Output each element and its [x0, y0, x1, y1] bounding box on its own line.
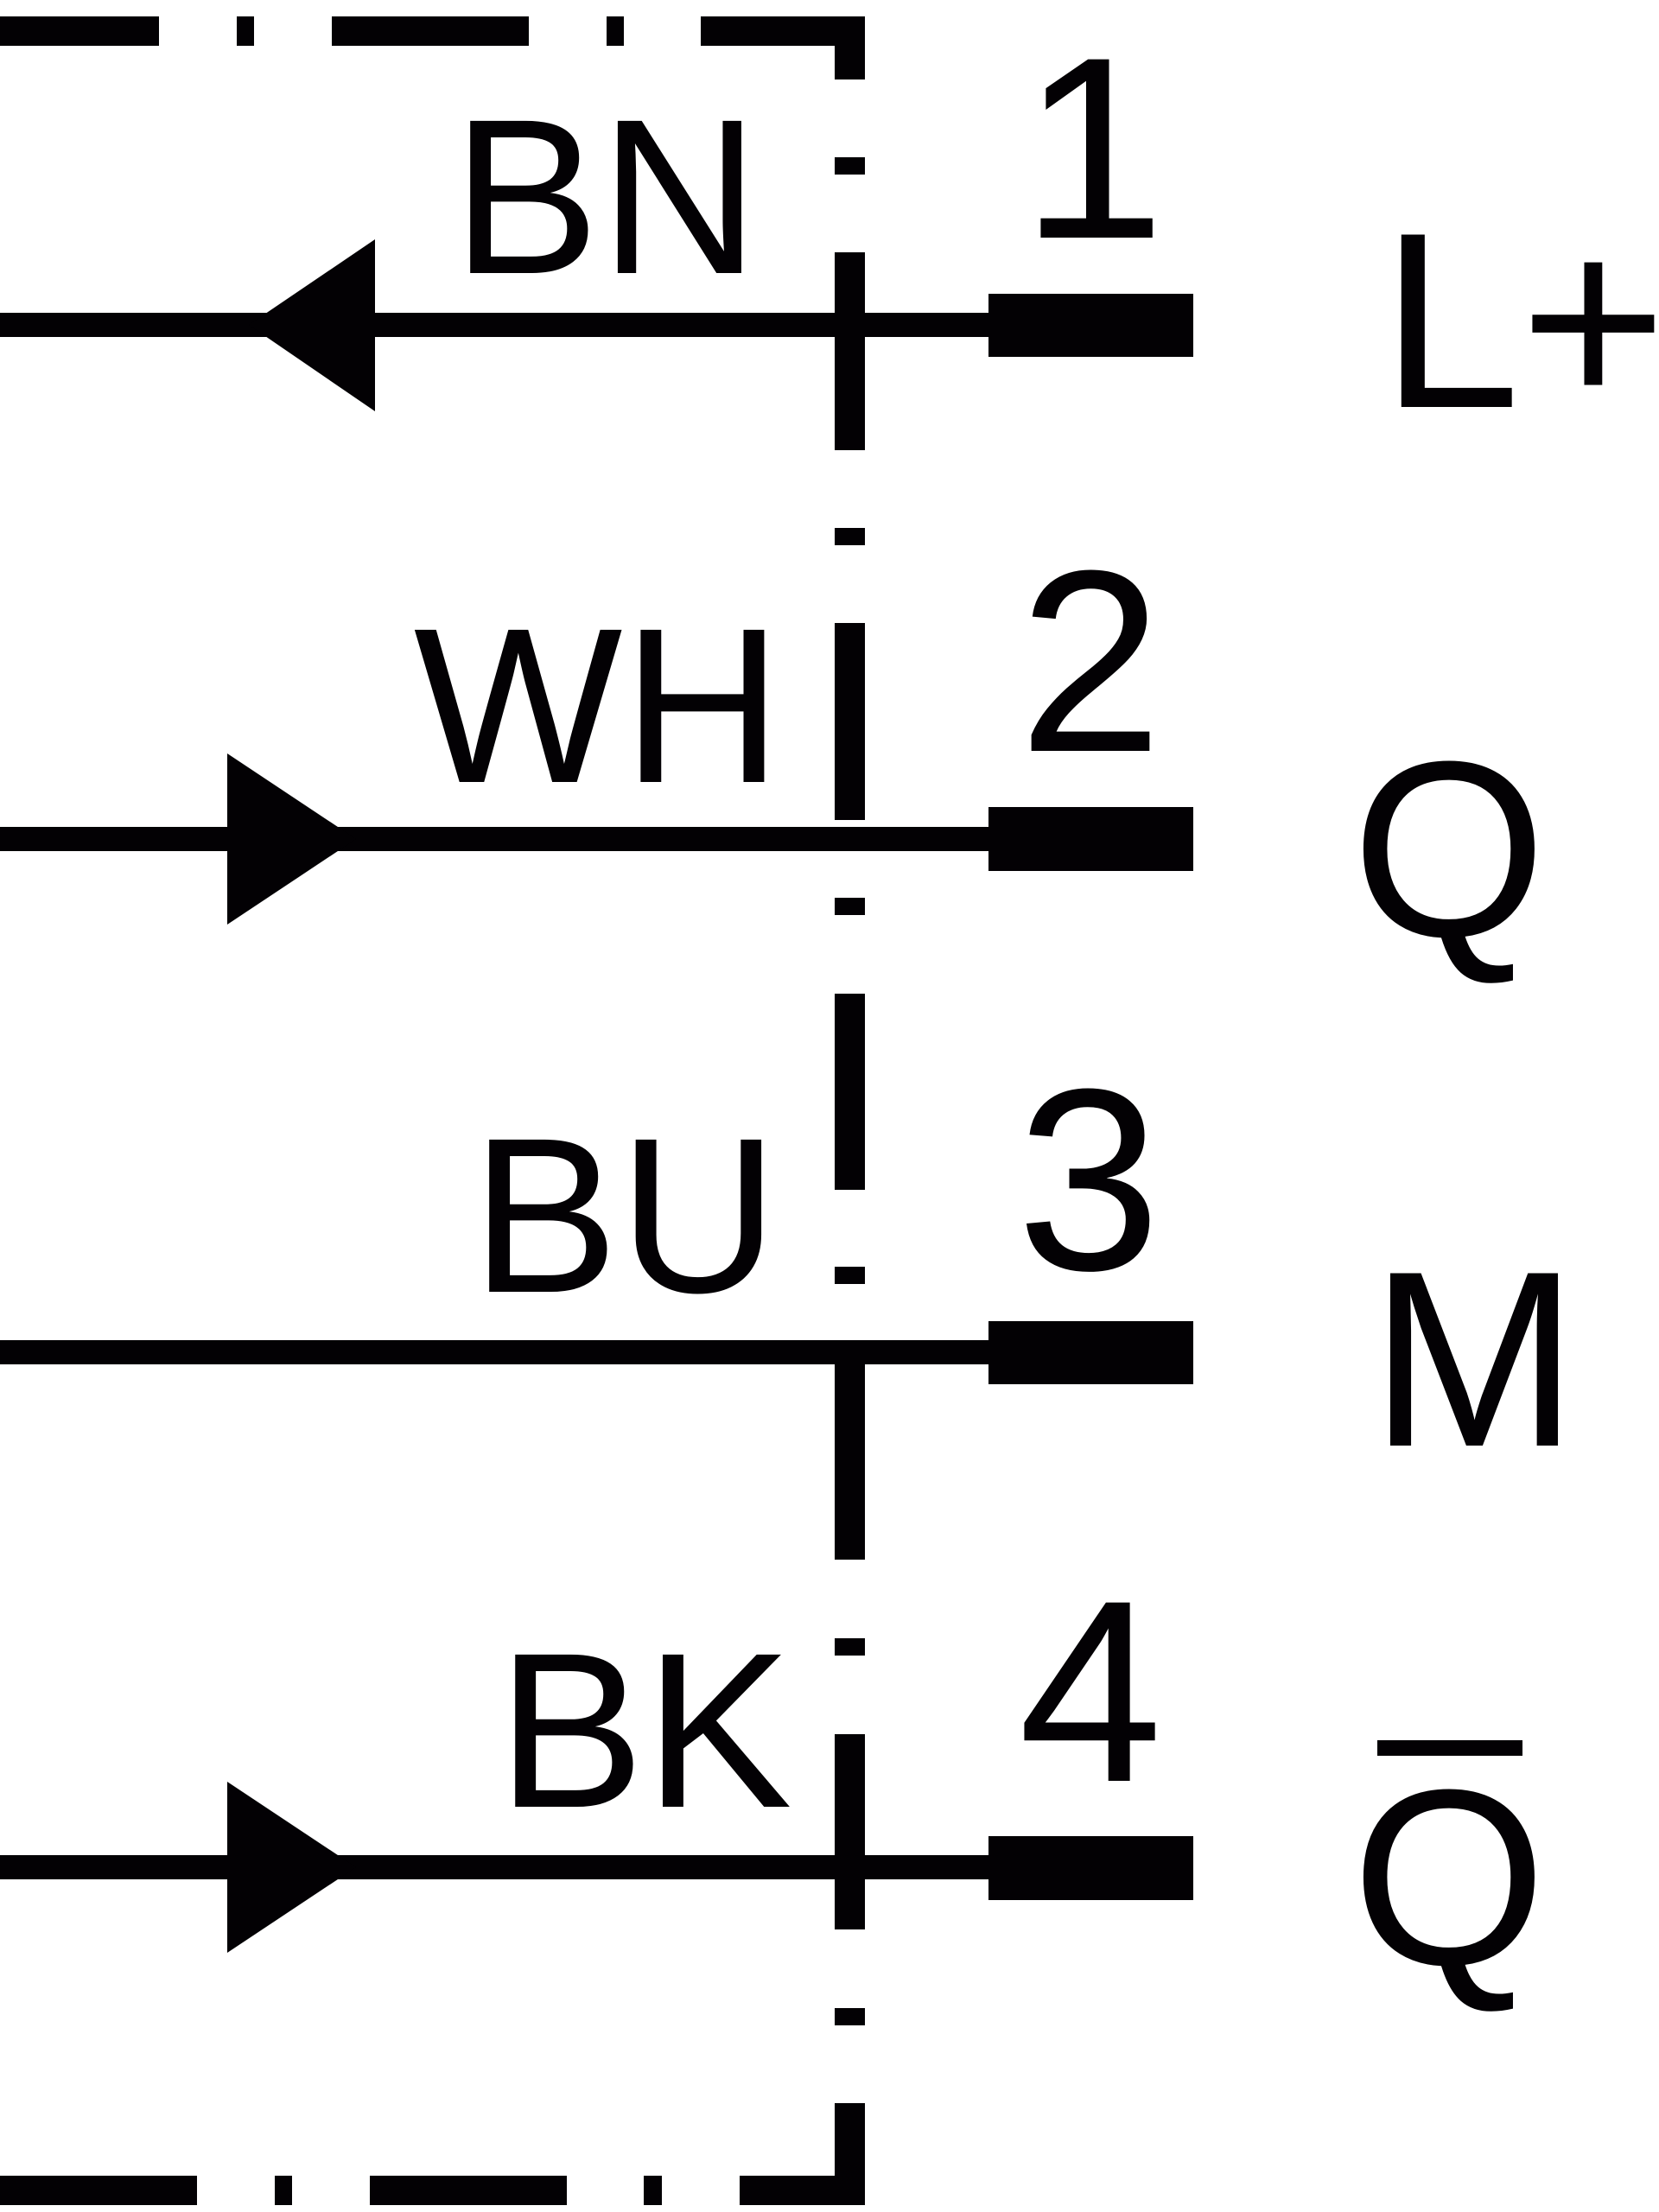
- terminal-block: [988, 294, 1193, 357]
- wire-4: BK 4 Q: [0, 1546, 1547, 2018]
- wire-line: [0, 1855, 994, 1879]
- wire-color-label: BU: [471, 1092, 779, 1339]
- arrow-left-icon: [249, 239, 375, 411]
- terminal-block: [988, 807, 1193, 871]
- signal-label: Q: [1351, 709, 1547, 989]
- wire-3: BU 3 M: [0, 1034, 1579, 1499]
- signal-overbar: [1377, 1740, 1522, 1756]
- wire-color-label: BN: [452, 73, 760, 321]
- arrow-right-icon: [227, 1782, 356, 1953]
- wire-1: BN 1 L+: [0, 3, 1659, 461]
- wire-line: [0, 313, 994, 337]
- connector-boundary-vertical: [835, 157, 865, 2205]
- wire-color-label: BK: [497, 1607, 792, 1854]
- signal-label: L+: [1381, 181, 1659, 461]
- signal-label-inverted: Q: [1351, 1738, 1547, 2018]
- wire-color-label: WH: [414, 582, 783, 830]
- pin-number: 4: [1019, 1546, 1163, 1836]
- pin-number: 1: [1021, 3, 1166, 293]
- wire-2: WH 2 Q: [0, 516, 1547, 989]
- wire-line: [0, 827, 994, 851]
- arrow-right-icon: [227, 753, 356, 925]
- connector-boundary-bottom: [0, 2176, 865, 2205]
- signal-label: M: [1370, 1219, 1579, 1499]
- pin-number: 2: [1019, 516, 1163, 806]
- pin-number: 3: [1017, 1034, 1161, 1325]
- connector-boundary-top: [0, 16, 865, 79]
- terminal-block: [988, 1836, 1193, 1900]
- terminal-block: [988, 1321, 1193, 1384]
- wire-line: [0, 1340, 994, 1364]
